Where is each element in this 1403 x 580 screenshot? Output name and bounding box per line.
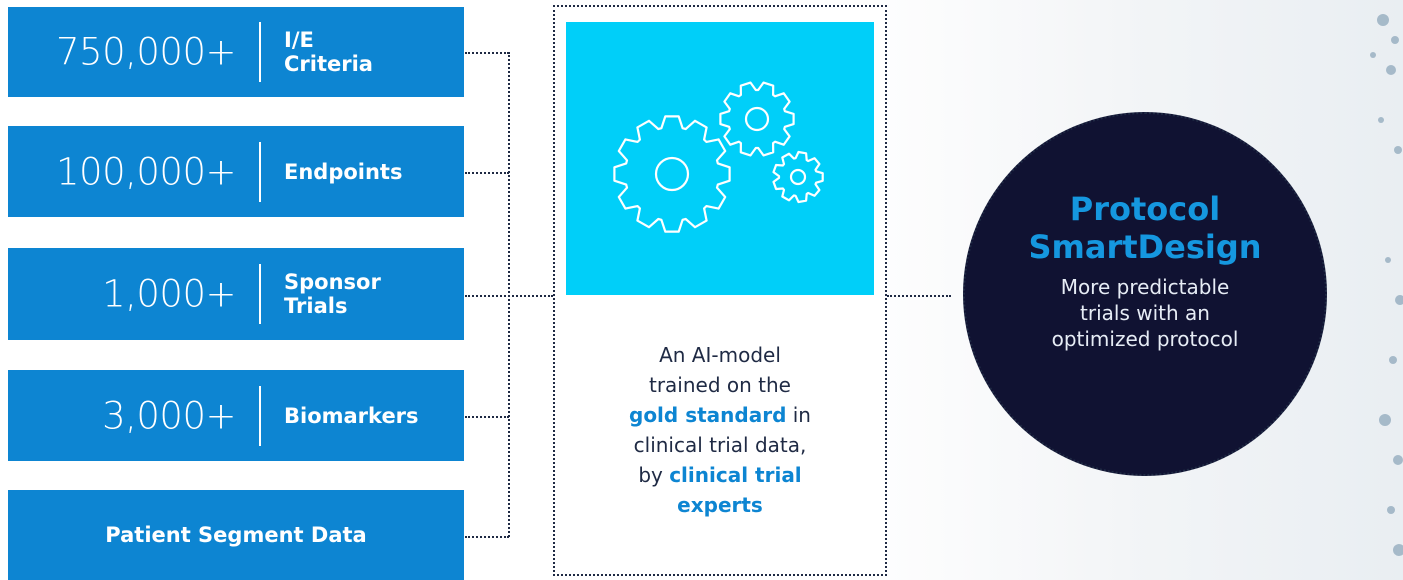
connector-line-to-result bbox=[887, 295, 951, 297]
stat-divider bbox=[259, 385, 261, 446]
molecule-decoration bbox=[1370, 14, 1403, 556]
highlight-clinical-trial: clinical trial bbox=[669, 463, 802, 487]
stat-number: 1,000+ bbox=[102, 272, 236, 316]
stat-box-endpoints: 100,000+ Endpoints bbox=[8, 126, 464, 217]
large-gear bbox=[613, 115, 731, 233]
stat-number: 750,000+ bbox=[55, 30, 237, 74]
patient-segment-label: Patient Segment Data bbox=[105, 523, 367, 547]
stat-label: I/E Criteria bbox=[284, 28, 373, 76]
stat-number: 100,000+ bbox=[55, 150, 237, 193]
highlight-gold-standard: gold standard bbox=[629, 403, 787, 427]
connector-line bbox=[465, 172, 509, 174]
stat-divider bbox=[259, 22, 261, 82]
result-subtitle: More predictable trials with an optimize… bbox=[1051, 275, 1239, 351]
connector-trunk bbox=[508, 52, 510, 537]
ai-model-description: An AI-model trained on the gold standard… bbox=[566, 340, 874, 520]
connector-line bbox=[465, 52, 509, 54]
stat-label: Sponsor Trials bbox=[284, 270, 381, 318]
small-gear bbox=[772, 150, 824, 204]
stat-box-sponsor-trials: 1,000+ Sponsor Trials bbox=[8, 248, 464, 340]
connector-line bbox=[465, 536, 509, 538]
stat-label: Biomarkers bbox=[284, 403, 419, 428]
stat-box-ie-criteria: 750,000+ I/E Criteria bbox=[8, 7, 464, 97]
highlight-experts: experts bbox=[677, 493, 763, 517]
connector-line bbox=[465, 416, 509, 418]
gear-panel bbox=[566, 22, 874, 295]
result-title: Protocol SmartDesign bbox=[1028, 190, 1262, 266]
stat-divider bbox=[259, 264, 261, 324]
gears-icon bbox=[613, 81, 824, 233]
medium-gear bbox=[719, 81, 795, 157]
protocol-smartdesign-circle: Protocol SmartDesign More predictable tr… bbox=[963, 112, 1327, 476]
stat-box-biomarkers: 3,000+ Biomarkers bbox=[8, 370, 464, 461]
stat-divider bbox=[259, 141, 261, 202]
stat-number: 3,000+ bbox=[102, 394, 236, 437]
stat-box-patient-segment: Patient Segment Data bbox=[8, 490, 464, 580]
stat-label: Endpoints bbox=[284, 159, 403, 184]
